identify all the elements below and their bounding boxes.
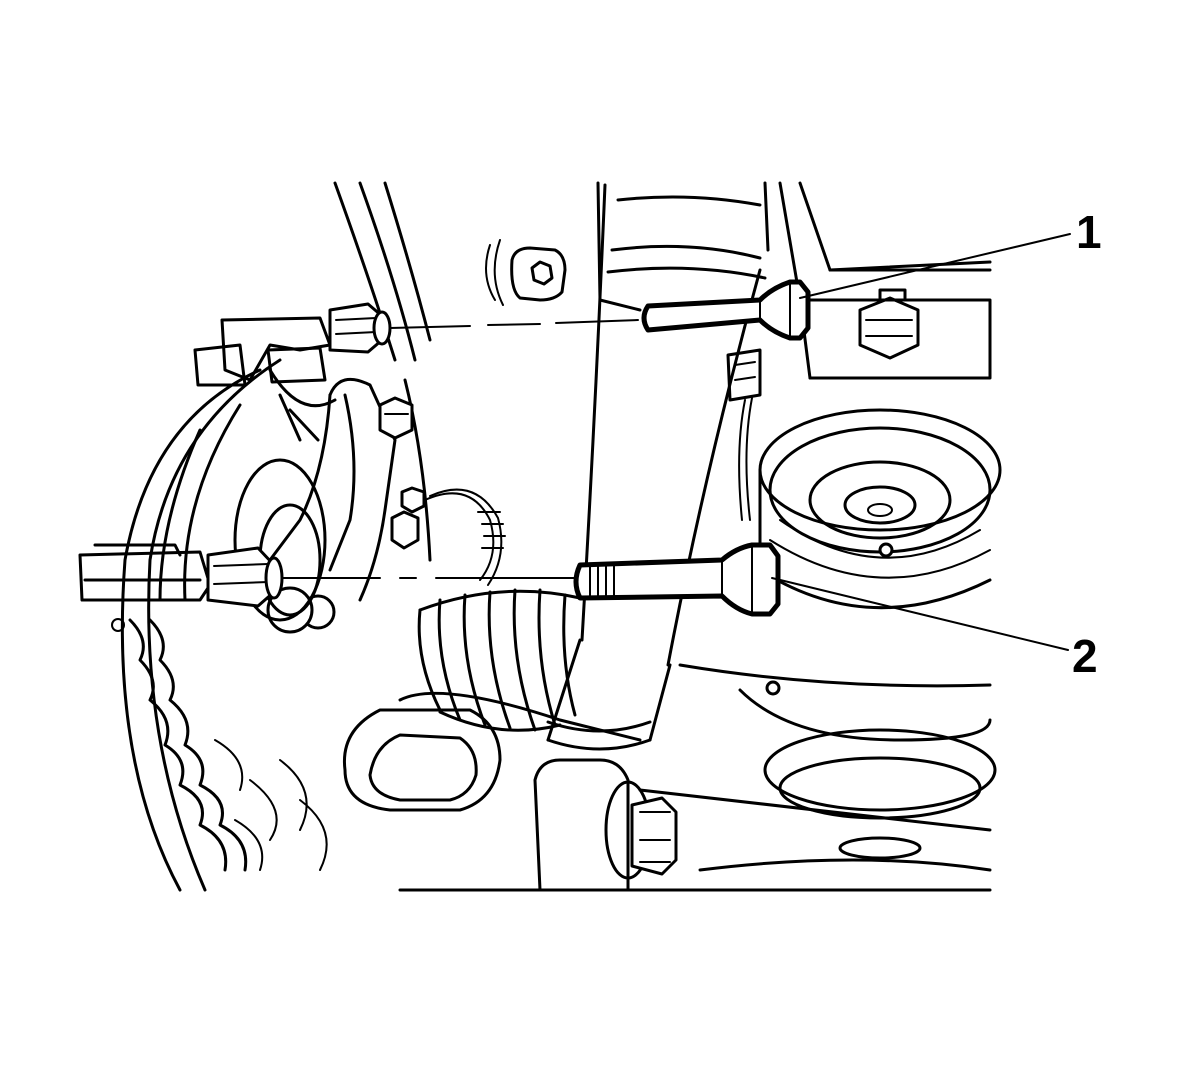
spring-seat-disc (758, 408, 1002, 610)
callout-2-leader (771, 577, 1069, 651)
lower-spring (678, 542, 997, 820)
callout-leaders (771, 233, 1071, 651)
lower-control-arm (342, 691, 992, 892)
callout-2-label: 2 (1072, 630, 1098, 682)
strut-and-frame-background (596, 181, 992, 521)
callout-1-leader (799, 233, 1071, 299)
axle-boot (417, 588, 582, 732)
wheel-arch (333, 181, 567, 562)
callout-1-label: 1 (1076, 206, 1102, 258)
guide-pin-alignment-lines (281, 319, 639, 579)
guide-pin-bolt-upper (641, 279, 811, 341)
guide-pin-bolt-lower (573, 542, 781, 617)
caliper-bracket (78, 302, 392, 608)
steering-knuckle (233, 377, 506, 634)
